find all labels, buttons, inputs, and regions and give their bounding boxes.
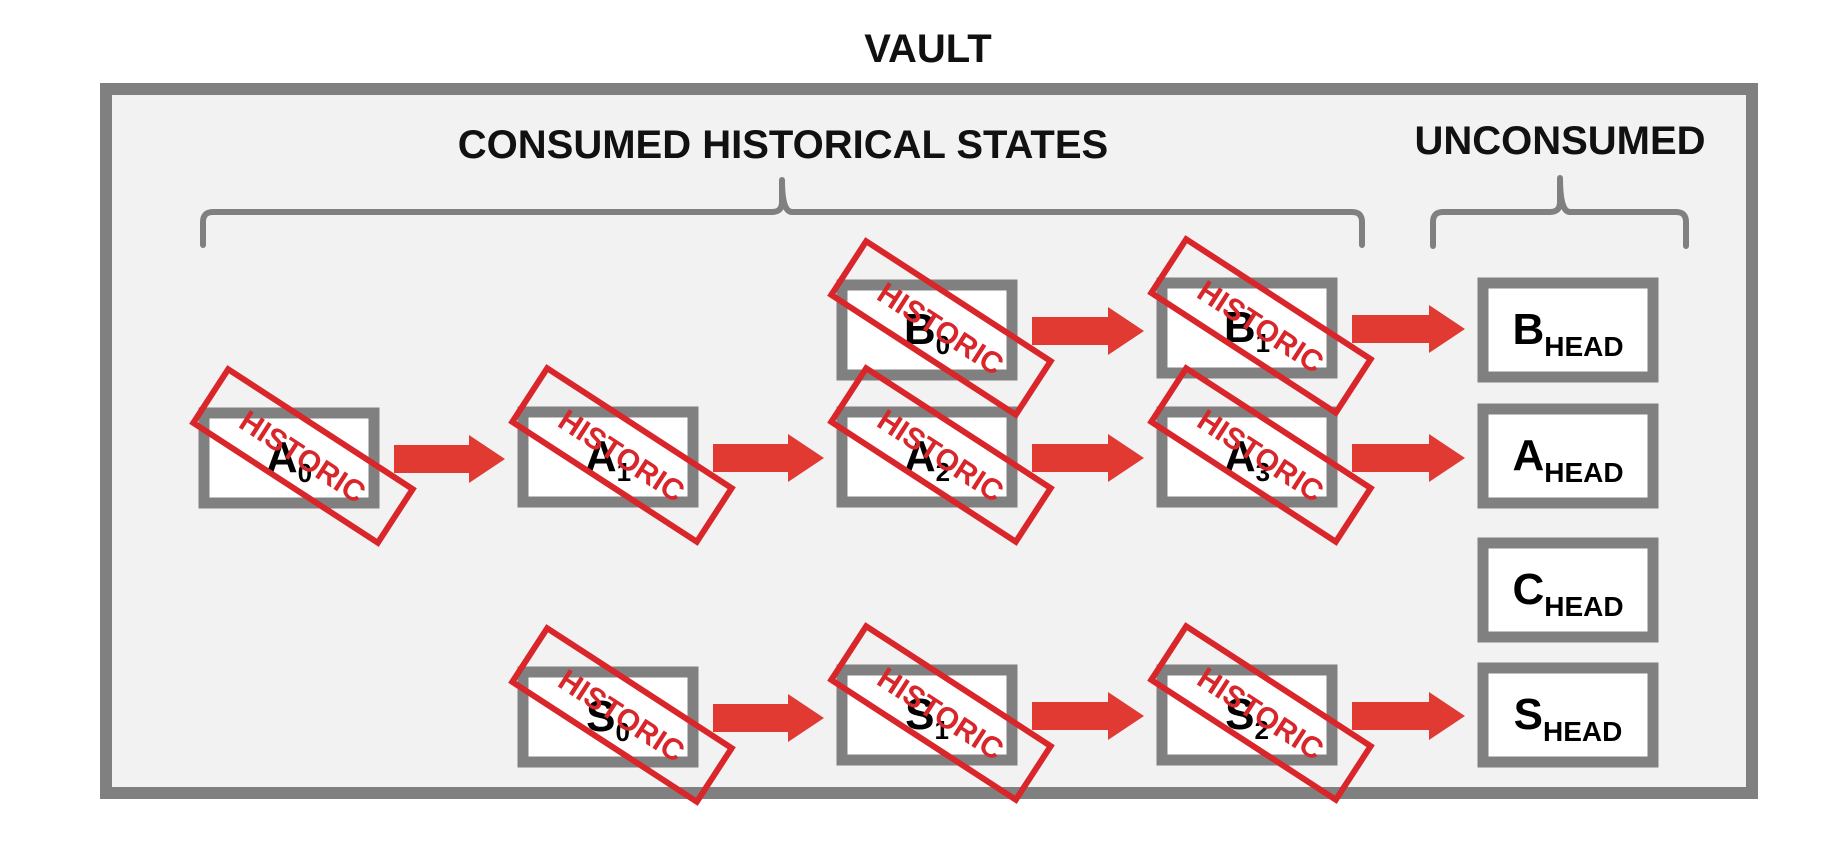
- state-subscript: HEAD: [1543, 716, 1622, 747]
- state-subscript: 0: [298, 458, 312, 488]
- state-label: S1: [905, 690, 949, 745]
- state-label: SHEAD: [1514, 690, 1623, 747]
- state-label: BHEAD: [1512, 305, 1623, 362]
- state-subscript: 1: [1256, 328, 1270, 358]
- stamp-frame: [827, 237, 1055, 419]
- state-subscript: HEAD: [1544, 591, 1623, 622]
- stamp-frame: [508, 624, 736, 806]
- state-box-frame: [1477, 537, 1659, 643]
- unconsumed-bracket: [1430, 175, 1689, 249]
- consumed-bracket: [200, 177, 1365, 248]
- stamp-frame: [827, 622, 1055, 804]
- state-subscript: 3: [1256, 457, 1270, 487]
- vault-title: VAULT: [864, 27, 991, 71]
- consumed-group-label: CONSUMED HISTORICAL STATES: [458, 123, 1108, 167]
- state-letter: A: [1512, 431, 1544, 480]
- state-letter: B: [1512, 305, 1544, 354]
- stamp-frame: [1147, 235, 1375, 417]
- state-label: AHEAD: [1512, 431, 1623, 488]
- state-subscript: 2: [1254, 715, 1268, 745]
- state-box-frame: [1477, 277, 1659, 383]
- arrow-b0-to-b1: [1032, 307, 1144, 355]
- arrow-b1-to-bhead: [1352, 305, 1465, 353]
- state-box-frame: [1156, 406, 1338, 508]
- arrow-a3-to-ahead: [1352, 434, 1465, 482]
- state-subscript: 1: [617, 457, 631, 487]
- state-letter: S: [1514, 690, 1543, 739]
- state-subscript: HEAD: [1544, 331, 1623, 362]
- state-label: CHEAD: [1512, 565, 1623, 622]
- arrow-a1-to-a2: [713, 434, 824, 482]
- arrow-a0-to-a1: [394, 435, 505, 483]
- stamp-frame: [827, 364, 1055, 546]
- arrow-s1-to-s2: [1032, 692, 1144, 740]
- transition-arrows: [394, 305, 1465, 742]
- state-letter: C: [1512, 565, 1544, 614]
- state-label: B0: [904, 305, 950, 360]
- state-subscript: 0: [615, 717, 629, 747]
- arrow-s2-to-shead: [1352, 692, 1465, 740]
- state-box-frame: [1477, 403, 1659, 509]
- state-box-bhead: BHEAD: [1477, 277, 1659, 383]
- state-box-a3: A3: [1156, 406, 1338, 508]
- arrow-s0-to-s1: [713, 694, 824, 742]
- stamp-frame: [1147, 364, 1375, 546]
- stamp-frame: [508, 364, 736, 546]
- state-subscript: 1: [934, 715, 948, 745]
- state-box-chead: CHEAD: [1477, 537, 1659, 643]
- state-box-frame: [1477, 662, 1659, 768]
- stamp-frame: [1147, 622, 1375, 804]
- unconsumed-group-label: UNCONSUMED: [1414, 119, 1705, 163]
- state-subscript: 2: [936, 457, 950, 487]
- state-box-ahead: AHEAD: [1477, 403, 1659, 509]
- state-label: S0: [586, 692, 630, 747]
- state-box-shead: SHEAD: [1477, 662, 1659, 768]
- state-subscript: HEAD: [1544, 457, 1623, 488]
- state-subscript: 0: [936, 330, 950, 360]
- arrow-a2-to-a3: [1032, 434, 1144, 482]
- stamp-frame: [189, 365, 417, 547]
